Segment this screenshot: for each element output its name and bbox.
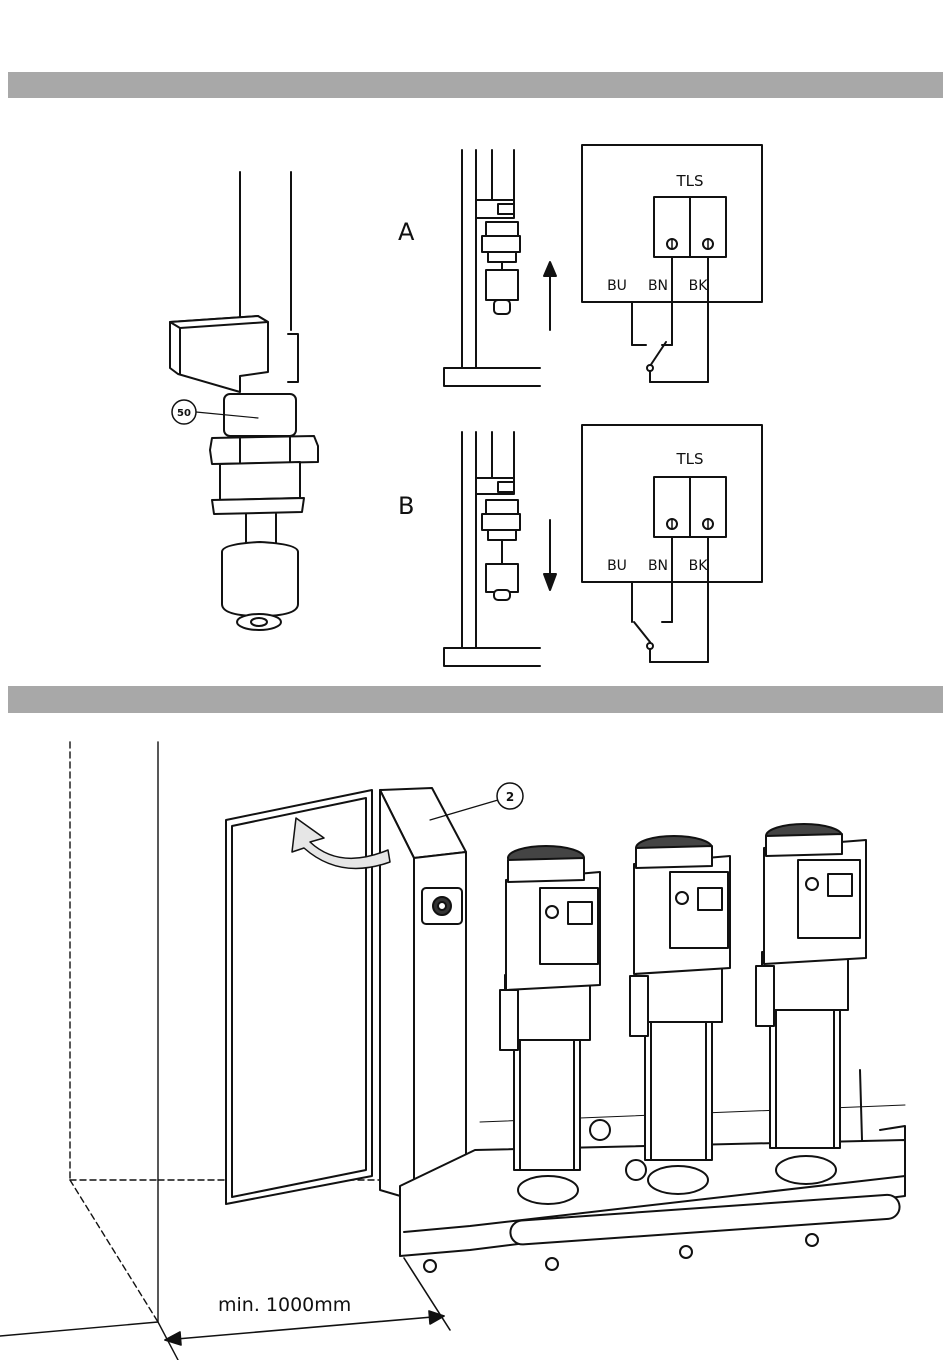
switch-contact-open — [634, 622, 650, 642]
tls-wiring-box-a — [582, 145, 762, 382]
clearance-label: min. 1000mm — [218, 1294, 351, 1316]
down-arrow-icon — [544, 520, 556, 590]
position-a-label: A — [398, 218, 415, 246]
wire-label-bu-a: BU — [607, 278, 627, 294]
wire-label-bn-a: BN — [648, 278, 668, 294]
float-switch-a-side-view — [444, 150, 540, 386]
pump-3 — [756, 824, 866, 1184]
switch-contact-closed — [650, 342, 666, 366]
float-switch-b-side-view — [444, 432, 540, 666]
up-arrow-icon — [544, 262, 556, 330]
control-cabinet — [226, 783, 523, 1204]
tls-label-b: TLS — [675, 450, 703, 468]
tls-wiring-box-b — [582, 425, 762, 662]
wire-label-bk-b: BK — [689, 558, 709, 574]
part-number-2: 2 — [506, 790, 514, 804]
wire-label-bk-a: BK — [689, 278, 709, 294]
tls-label-a: TLS — [675, 172, 703, 190]
wire-label-bu-b: BU — [607, 558, 627, 574]
position-b-label: B — [398, 492, 414, 520]
wire-label-bn-b: BN — [648, 558, 668, 574]
pump-2 — [590, 836, 730, 1194]
float-switch-illustration — [170, 172, 318, 630]
part-number-50: 50 — [177, 408, 191, 419]
